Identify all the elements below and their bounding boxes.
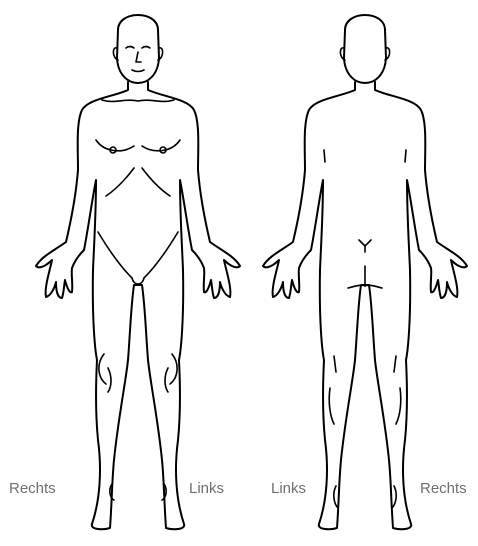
front-right-eye [126, 47, 134, 49]
front-left-side-label: Links [189, 480, 224, 498]
front-head [117, 15, 159, 83]
front-collarbone [102, 100, 174, 101]
back-sacrum [359, 240, 371, 252]
back-right-side-label: Rechts [420, 480, 467, 498]
front-nose [136, 52, 141, 62]
back-left-calf [329, 356, 336, 424]
front-mouth [132, 70, 144, 72]
front-left-pectoral [142, 140, 180, 151]
back-body-outline [263, 82, 467, 529]
back-head [344, 15, 386, 83]
front-ribcage [106, 168, 170, 196]
front-left-knee [165, 354, 177, 392]
back-right-calf [394, 356, 401, 424]
front-right-side-label: Rechts [9, 480, 56, 498]
back-view-figure [263, 15, 467, 529]
front-right-knee [99, 354, 111, 392]
front-left-eye [142, 47, 150, 49]
back-right-scapula [405, 150, 406, 162]
front-view-figure [36, 15, 240, 529]
back-left-scapula [324, 150, 325, 162]
front-groin [98, 232, 178, 284]
back-gluteal-fold [348, 285, 382, 288]
front-body-outline [36, 82, 240, 529]
front-right-pectoral [96, 140, 134, 151]
back-left-side-label: Links [271, 480, 306, 498]
